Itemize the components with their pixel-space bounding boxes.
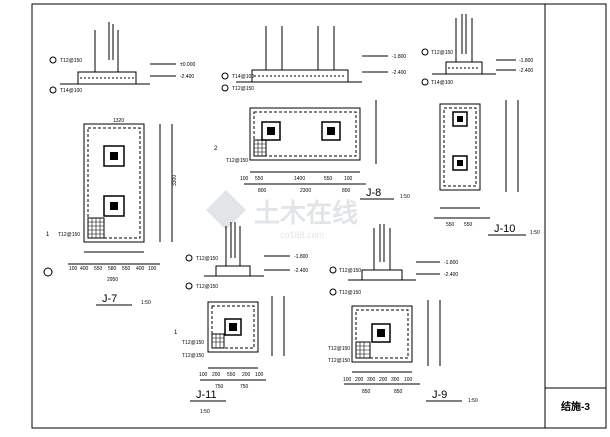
j11-sub-0: 750 [215,384,224,390]
j9-dim-3: 200 [379,377,388,383]
j8-sub-0: 800 [258,188,267,194]
j8-bar-top: T14@100 [232,74,254,80]
j9-sub-a: T12@150 [328,346,350,352]
j7-total: 2950 [107,277,118,283]
j8-dim-2: 1400 [294,176,305,182]
j11-sec-bot: -2.400 [294,268,308,274]
j11-scale: 1:50 [200,409,210,415]
j7-dim-4: 550 [122,266,131,272]
j7-bar-top: T12@150 [60,58,82,64]
j7-sec-top: ±0.000 [180,62,195,68]
j11-dim-4: 100 [255,372,264,378]
j8-sub-a: T12@150 [226,158,248,164]
j8-section: -1.800 -2.400 T14@100 T12@150 [221,26,406,92]
j7-dim-1: 400 [80,266,89,272]
j9-dim-1: 200 [355,377,364,383]
j9-dim-4: 300 [391,377,400,383]
j9-sec-bot: -2.400 [444,272,458,278]
j7-name: J-7 [102,293,117,305]
j11-sub-a: T12@150 [182,340,204,346]
j7-section: ±0.000 -2.400 T12@150 T14@100 [49,22,195,94]
j7-plan: 100 400 550 580 550 400 100 2950 1320 33… [43,118,178,306]
j11-plan: 100 200 550 200 100 750 750 1 T12@150 T1… [174,296,285,415]
sheet-label: 结施-3 [561,400,590,413]
j9-dim-0: 100 [343,377,352,383]
j11-dim-2: 550 [227,372,236,378]
j11-bar-top: T12@150 [196,256,218,262]
j11-dim-3: 200 [242,372,251,378]
j8-scale: 1:50 [400,194,410,200]
j7-dim-6: 100 [148,266,157,272]
j7-ring: 1 [46,232,50,238]
j11-dim-1: 200 [212,372,221,378]
j8-dim-3: 550 [324,176,333,182]
j7-dim-2: 550 [94,266,103,272]
j11-sub-1: 750 [240,384,249,390]
j10-dim-1: 550 [464,222,473,228]
j10-name: J-10 [494,223,515,235]
j9-bar-bot: T12@150 [339,290,361,296]
j11-sec-top: -1.800 [294,254,308,260]
watermark: 土木在线 co188.com [206,190,358,240]
j9-section: -1.800 -2.400 T12@150 T12@150 [329,224,458,296]
j7-total2: 3300 [172,175,178,186]
j8-sec-bot: -2.400 [392,70,406,76]
j10-sec-bot: -2.400 [519,68,533,74]
j8-plan: 100 550 1400 550 100 800 2300 800 2 T12@… [214,100,410,200]
j9-dim-2: 300 [367,377,376,383]
j11-ring: 1 [174,330,178,336]
j9-bar-top: T12@150 [339,268,361,274]
j10-sec-top: -1.800 [519,58,533,64]
j8-dim-1: 550 [255,176,264,182]
j8-dim-4: 100 [344,176,353,182]
j8-sec-top: -1.800 [392,54,406,60]
j7-dim-0: 100 [69,266,78,272]
j11-bar-bot: T12@150 [196,284,218,290]
j10-plan: 550 550 J-10 1:50 [434,100,540,236]
j9-sub-0: 850 [362,389,371,395]
j7-sec-bot: -2.400 [180,74,194,80]
sheet-frame [31,3,607,429]
j9-plan: 100 200 300 200 300 100 850 850 T12@150 … [328,300,478,404]
j7-bar-bot: T14@100 [60,88,82,94]
j9-dim-5: 100 [404,377,413,383]
j11-dim-0: 100 [199,372,208,378]
j8-bar-bot: T12@150 [232,86,254,92]
j10-bar-bot: T14@100 [431,80,453,86]
watermark-logo-icon [206,190,246,230]
j9-sub-1: 850 [394,389,403,395]
j10-scale: 1:50 [530,230,540,236]
j8-sub-1: 2300 [300,188,311,194]
j10-dim-0: 550 [446,222,455,228]
j11-name: J-11 [196,389,217,401]
j7-sub-a: T12@150 [58,232,80,238]
j10-bar-top: T12@150 [431,50,453,56]
j7-dim-3: 580 [108,266,117,272]
j8-sub-2: 800 [342,188,351,194]
watermark-brand: 土木在线 [254,198,358,228]
j8-name: J-8 [366,187,381,199]
j9-sub-b: T12@150 [328,358,350,364]
watermark-site: co188.com [280,230,324,240]
j7-dim-top: 1320 [113,118,124,124]
j7-dim-5: 400 [136,266,145,272]
j9-scale: 1:50 [468,398,478,404]
j10-section: -1.800 -2.400 T12@150 T14@100 [421,14,533,86]
j11-sub-b: T12@150 [182,353,204,359]
j8-ring: 2 [214,146,218,152]
j7-marker-circle [43,267,53,277]
j9-sec-top: -1.800 [444,260,458,266]
j9-name: J-9 [432,389,447,401]
j7-scale: 1:50 [141,300,151,306]
j11-section: -1.800 -2.400 T12@150 T12@150 [185,222,308,290]
j8-dim-0: 100 [240,176,249,182]
